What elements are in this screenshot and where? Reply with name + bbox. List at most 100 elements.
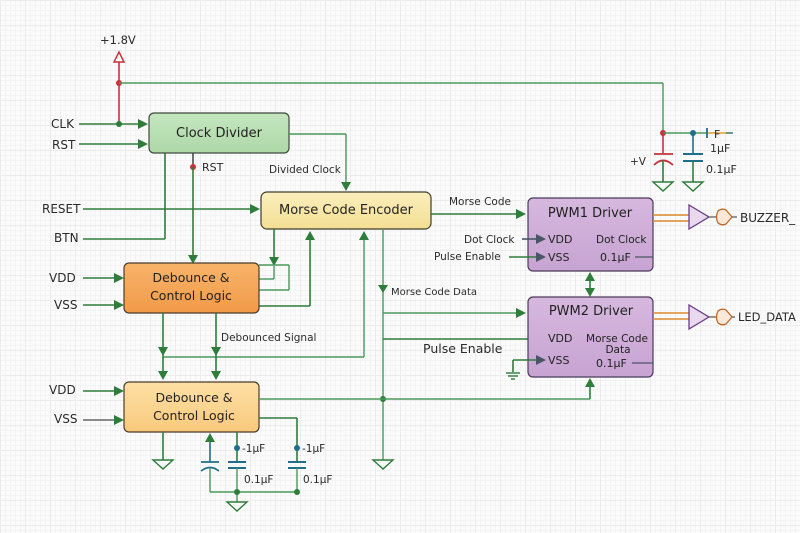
- cap-plus-label: +V: [630, 156, 647, 168]
- led-label: LED_DATA: [738, 310, 796, 324]
- decoupling-capacitors-bottom: -1μF 0.1μF -1μF 0.1μF: [200, 418, 332, 512]
- pwm1-out-label: Dot Clock: [596, 234, 647, 246]
- junction-dot: [294, 445, 300, 451]
- morse-encoder-block[interactable]: Morse Code Encoder: [260, 191, 432, 230]
- debounced-signal-label: Debounced Signal: [221, 332, 316, 344]
- clock-divider-label: Clock Divider: [176, 126, 263, 141]
- debounce1-line2: Control Logic: [150, 288, 232, 303]
- cap1-value: 1μF: [710, 142, 730, 155]
- junction-dot: [234, 445, 240, 451]
- arrow-icon: [188, 255, 198, 264]
- arrow-icon: [516, 308, 526, 318]
- arrow-icon: [158, 371, 168, 380]
- pwm2-out-label-1: Morse Code: [586, 333, 648, 345]
- ground-icon: [651, 181, 675, 192]
- c2-top-label: -1μF: [302, 443, 325, 455]
- dot-clock-label: Dot Clock: [464, 234, 515, 246]
- buzzer-label: BUZZER_: [740, 211, 796, 225]
- decoupling-capacitors-top: F +V 1μF 0.1μF: [630, 128, 737, 192]
- arrow-icon: [536, 234, 546, 244]
- arrow-icon: [114, 415, 124, 425]
- pwm1-pin-vss: VSS: [548, 251, 570, 264]
- buffer-icon: [688, 303, 711, 331]
- vss2-label: VSS: [54, 412, 77, 426]
- input-reset: RESET: [42, 202, 260, 216]
- vss1-label: VSS: [54, 298, 77, 312]
- arrow-icon: [585, 288, 595, 297]
- arrow-icon: [114, 300, 124, 310]
- arrow-icon: [378, 285, 388, 293]
- arrow-icon: [585, 272, 595, 281]
- arrow-icon: [114, 273, 124, 283]
- led-output: LED_DATA: [653, 303, 796, 331]
- earth-ground-icon: [506, 372, 520, 380]
- arrow-icon: [341, 182, 351, 191]
- arrow-icon: [305, 231, 315, 240]
- debounce1-line1: Debounce &: [152, 270, 229, 285]
- pwm2-title: PWM2 Driver: [549, 304, 634, 319]
- arrow-icon: [250, 204, 260, 214]
- arrow-icon: [138, 119, 148, 129]
- arrow-icon: [114, 386, 124, 396]
- debounce-logic-1-block[interactable]: Debounce & Control Logic: [123, 262, 260, 314]
- c1-bottom-label: 0.1μF: [244, 474, 273, 486]
- output-port-icon: [715, 208, 733, 226]
- input-rst: RST: [52, 138, 148, 152]
- debounce2-line2: Control Logic: [153, 408, 235, 423]
- power-supply-1v8: +1.8V: [100, 33, 664, 133]
- arrow-icon: [516, 209, 526, 219]
- supply-arrow-icon: [112, 50, 126, 63]
- pwm2-cap-label: 0.1μF: [596, 357, 627, 370]
- rst-label: RST: [52, 138, 76, 152]
- rst-tap-label: RST: [202, 161, 224, 174]
- arrow-icon: [205, 433, 215, 442]
- arrow-icon: [269, 257, 279, 266]
- pwm1-pin-vdd: VDD: [548, 233, 572, 246]
- arrow-icon: [158, 347, 168, 356]
- clock-divider-block[interactable]: Clock Divider: [148, 112, 290, 154]
- debounce-logic-2-block[interactable]: Debounce & Control Logic: [123, 381, 260, 433]
- supply-label: +1.8V: [100, 33, 136, 47]
- pwm1-driver-block[interactable]: PWM1 Driver VDD VSS Dot Clock 0.1μF: [527, 197, 654, 272]
- pulse-enable-large-label: Pulse Enable: [423, 341, 503, 356]
- cap-top-label: F: [714, 128, 720, 141]
- pwm2-out-label-2: Data: [605, 344, 630, 356]
- cap2-value: 0.1μF: [706, 163, 737, 176]
- c1-top-label: -1μF: [242, 443, 265, 455]
- buffer-icon: [688, 203, 711, 231]
- vdd2-label: VDD: [49, 383, 76, 397]
- vdd1-label: VDD: [49, 271, 76, 285]
- c2-bottom-label: 0.1μF: [303, 474, 332, 486]
- arrow-icon: [138, 139, 148, 149]
- arrow-icon: [536, 252, 546, 262]
- clk-label: CLK: [51, 117, 75, 131]
- pwm1-title: PWM1 Driver: [548, 206, 633, 221]
- output-port-icon: [715, 308, 733, 326]
- divided-clock-label: Divided Clock: [269, 164, 342, 176]
- ground-icon: [681, 181, 705, 192]
- input-clk: CLK: [51, 117, 148, 131]
- pwm2-pin-vdd: VDD: [548, 332, 572, 345]
- pwm2-pin-vss: VSS: [548, 354, 570, 367]
- morse-code-label: Morse Code: [449, 196, 511, 208]
- morse-code-data-label: Morse Code Data: [391, 287, 477, 298]
- pulse-enable-small-label: Pulse Enable: [434, 251, 501, 263]
- arrow-icon: [536, 355, 546, 365]
- ground-icon: [151, 459, 175, 470]
- arrow-icon: [359, 231, 369, 240]
- arrow-icon: [585, 378, 595, 387]
- junction-dot: [116, 121, 122, 127]
- pwm2-driver-block[interactable]: PWM2 Driver VDD VSS Morse Code Data 0.1μ…: [527, 296, 654, 378]
- encoder-label: Morse Code Encoder: [279, 203, 414, 218]
- input-btn: BTN: [54, 153, 166, 245]
- junction-dot: [294, 489, 300, 495]
- debounce2-line1: Debounce &: [155, 390, 232, 405]
- btn-label: BTN: [54, 231, 79, 245]
- pwm1-cap-label: 0.1μF: [600, 251, 631, 264]
- arrow-icon: [211, 347, 221, 356]
- buzzer-output: BUZZER_: [653, 203, 796, 231]
- junction-dot: [234, 489, 240, 495]
- arrow-icon: [211, 371, 221, 380]
- ground-icon: [225, 501, 249, 512]
